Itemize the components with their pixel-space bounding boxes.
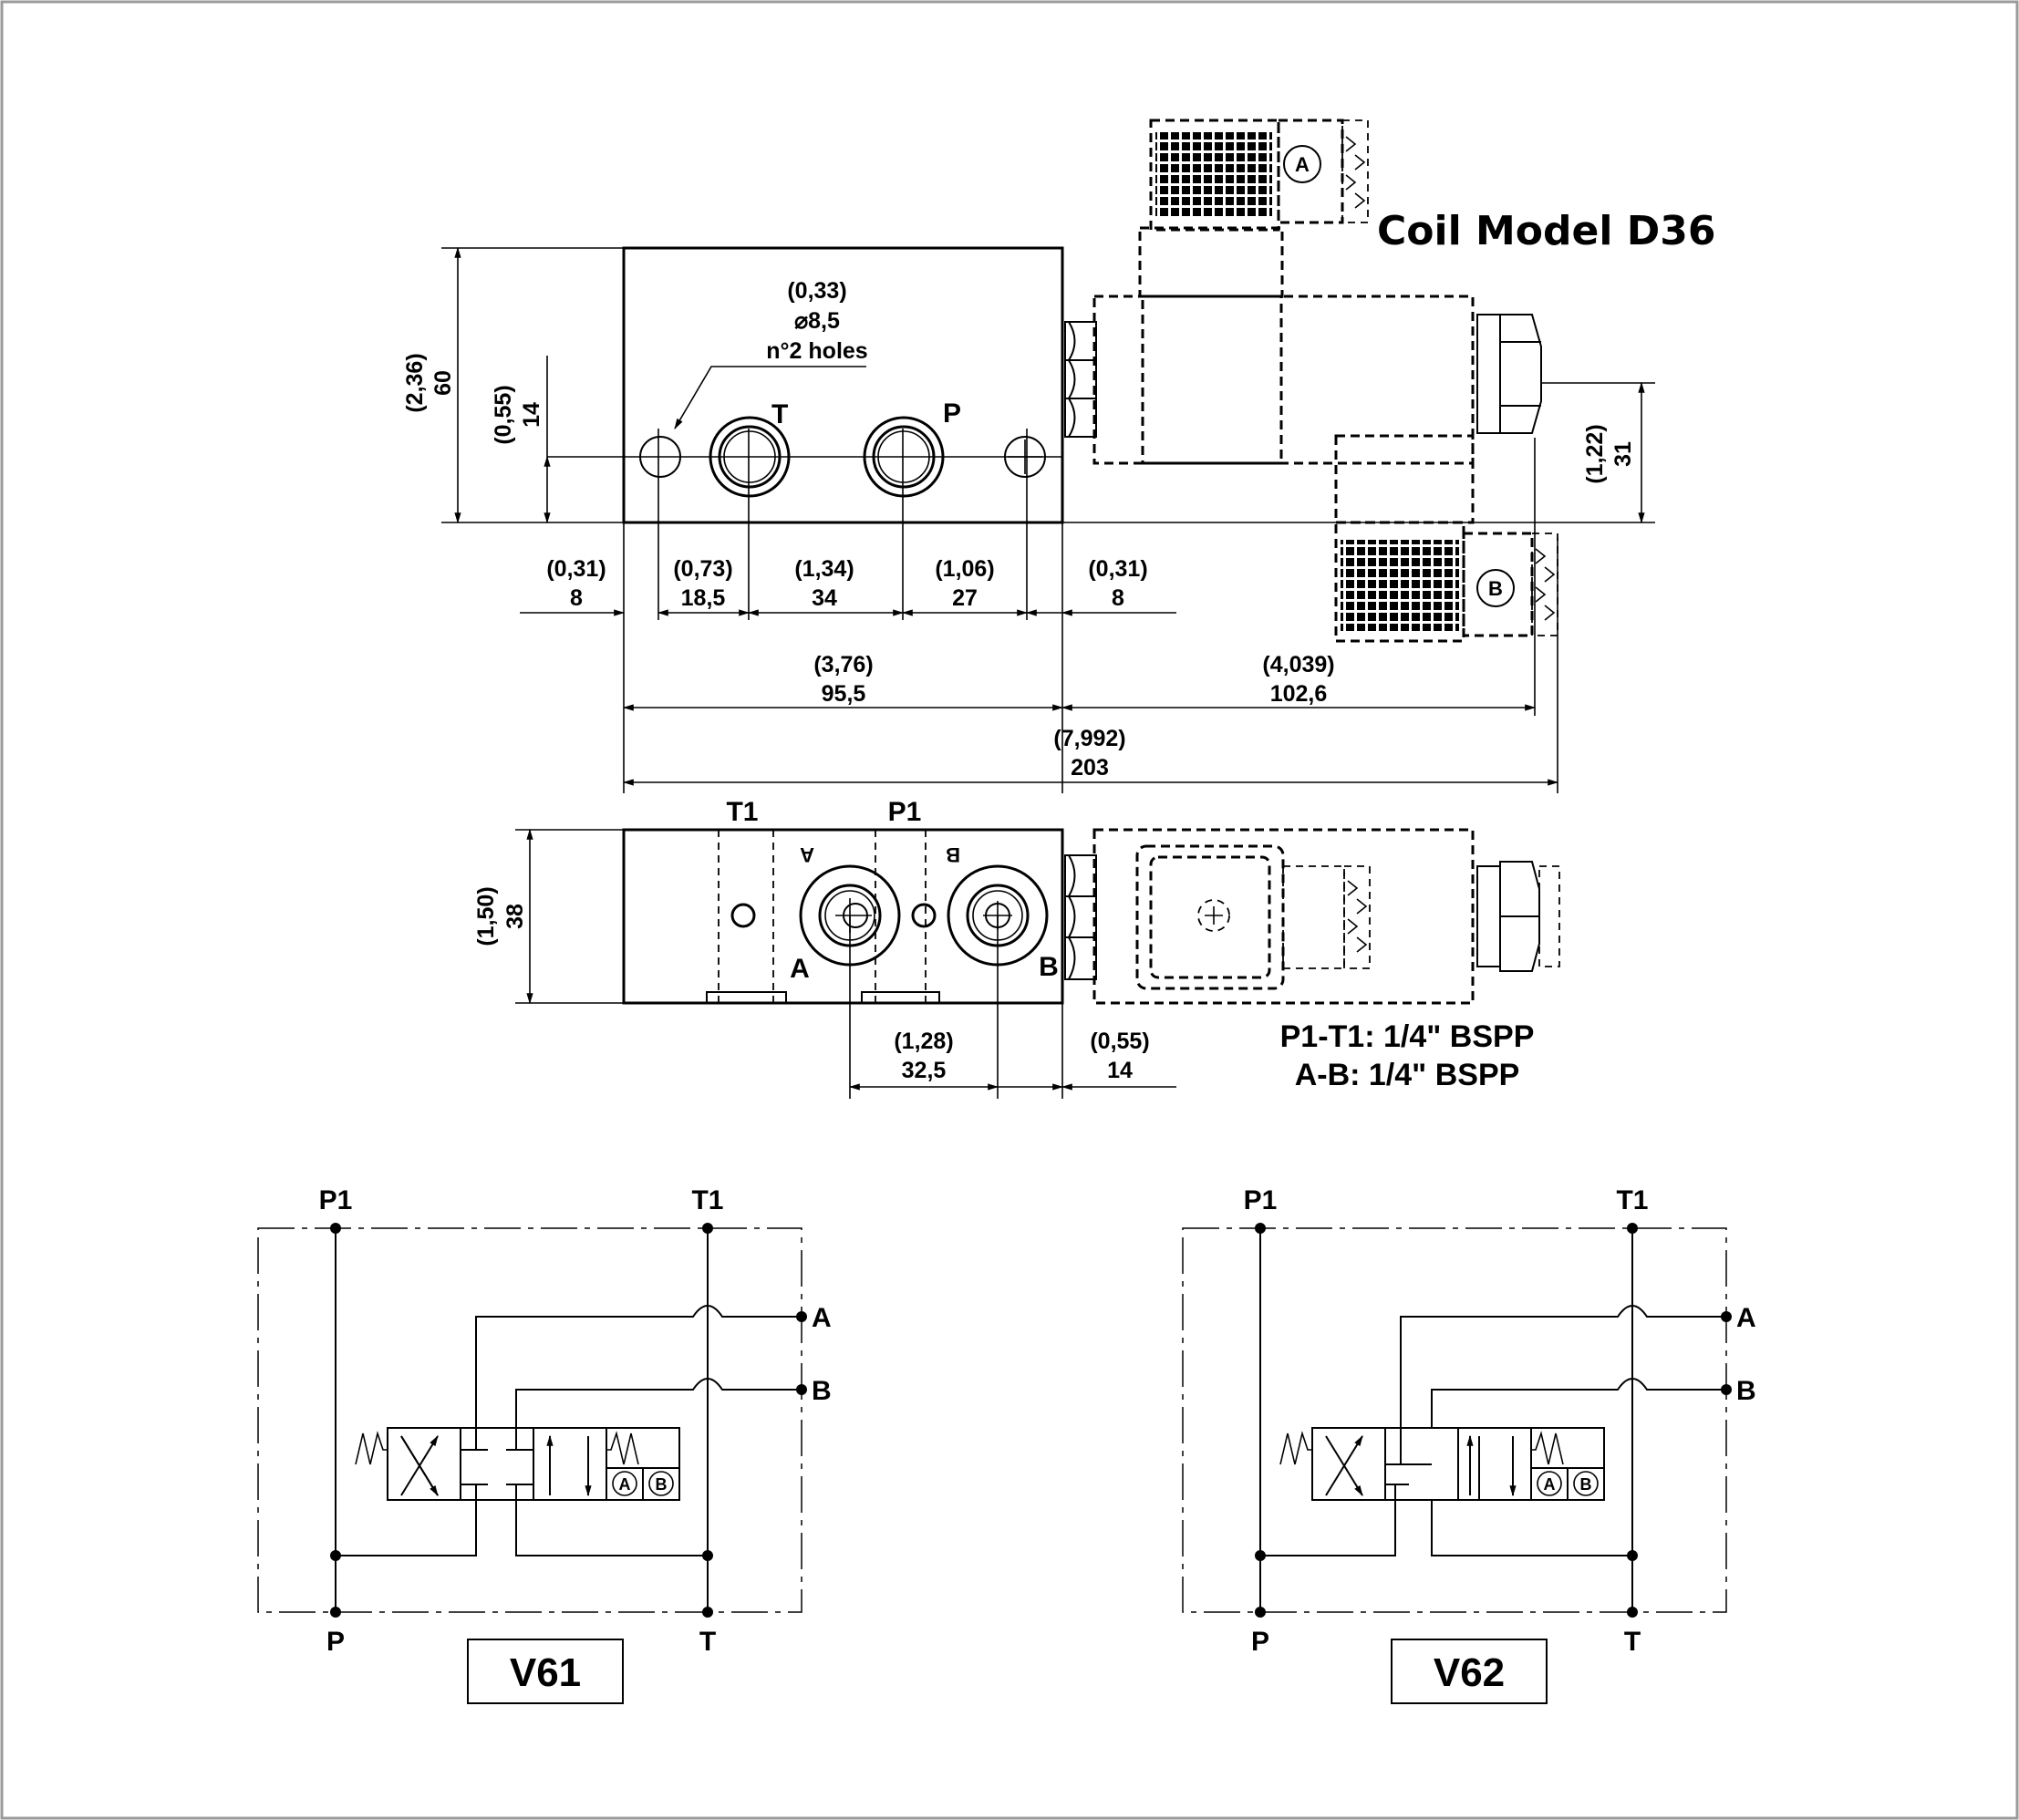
coil-a-marker: A bbox=[1295, 153, 1310, 176]
dim-3-mm: 34 bbox=[812, 585, 837, 611]
port-p-top bbox=[863, 416, 945, 498]
dim-2-inch: (0,73) bbox=[673, 556, 732, 582]
port-b-label: B bbox=[1039, 952, 1059, 982]
v62-model-label: V62 bbox=[1434, 1650, 1505, 1695]
hex-nut-right bbox=[1476, 314, 1542, 434]
front-view: T1 P1 A B A B bbox=[473, 797, 1560, 1099]
coil-b-marker: B bbox=[1488, 577, 1503, 600]
height-mm: 60 bbox=[430, 370, 456, 396]
port-p1-label: P1 bbox=[888, 797, 922, 827]
v61-coil-b: B bbox=[656, 1475, 668, 1494]
v62-a-label: A bbox=[1736, 1303, 1756, 1333]
dim-3-inch: (1,34) bbox=[794, 556, 854, 582]
v62-coil-a: A bbox=[1544, 1475, 1556, 1494]
edge-distance-mm: 14 bbox=[1107, 1058, 1133, 1083]
port-t-top bbox=[709, 416, 791, 498]
coil-a: A bbox=[1138, 119, 1369, 465]
ab-distance-inch: (1,28) bbox=[894, 1029, 953, 1054]
v61-t1-label: T1 bbox=[691, 1185, 723, 1215]
valve-body-top bbox=[622, 246, 1064, 524]
v62-p1-label: P1 bbox=[1244, 1185, 1278, 1215]
mounting-hole-right bbox=[1004, 436, 1046, 478]
total-length-inch: (7,992) bbox=[1053, 726, 1125, 751]
v62-t-label: T bbox=[1624, 1627, 1641, 1657]
port-b-front bbox=[947, 864, 1049, 967]
right-height-mm: 31 bbox=[1610, 441, 1636, 467]
front-height-inch: (1,50) bbox=[473, 886, 499, 946]
mark-b-upside-down: B bbox=[946, 843, 960, 866]
dim-5-mm: 8 bbox=[1112, 585, 1124, 611]
valve-body-front bbox=[622, 828, 1064, 1005]
v62-p-label: P bbox=[1251, 1627, 1269, 1657]
front-hex-nut-left bbox=[1064, 854, 1097, 980]
dim-1-mm: 8 bbox=[570, 585, 583, 611]
coil-b: B bbox=[1334, 434, 1558, 643]
edge-distance-inch: (0,55) bbox=[1090, 1029, 1149, 1054]
dim-2-mm: 18,5 bbox=[681, 585, 726, 611]
right-height-inch: (1,22) bbox=[1582, 424, 1608, 483]
v61-a-label: A bbox=[812, 1303, 832, 1333]
total-length-mm: 203 bbox=[1071, 755, 1109, 781]
port-a-label: A bbox=[790, 954, 810, 984]
port-t1-hole bbox=[730, 903, 756, 928]
ab-distance-mm: 32,5 bbox=[902, 1058, 947, 1083]
front-hex-nut-right bbox=[1476, 861, 1560, 972]
v62-coil-b: B bbox=[1580, 1475, 1592, 1494]
thread-a-b: A-B: 1/4" BSPP bbox=[1295, 1058, 1520, 1092]
v62-b-label: B bbox=[1736, 1376, 1756, 1406]
screw-icon bbox=[1197, 899, 1230, 932]
dim-4-mm: 27 bbox=[952, 585, 978, 611]
v61-coil-a: A bbox=[619, 1475, 631, 1494]
dim-1-inch: (0,31) bbox=[546, 556, 606, 582]
schematic-v62: A B P1 T1 A B P T V62 bbox=[1182, 1185, 1756, 1704]
body-length-inch: (3,76) bbox=[813, 652, 873, 677]
v61-p1-label: P1 bbox=[319, 1185, 353, 1215]
body-length-mm: 95,5 bbox=[822, 681, 866, 707]
port-t-label: T bbox=[771, 399, 788, 429]
mounting-hole-left bbox=[639, 436, 681, 478]
schematic-v61: A B P1 T1 A B P T V61 bbox=[257, 1185, 832, 1704]
dim-4-inch: (1,06) bbox=[935, 556, 994, 582]
top-view: T P (0,33) ⌀8,5 n°2 holes A bbox=[402, 119, 1716, 793]
port-p1-hole bbox=[911, 903, 937, 928]
hole-height-inch: (0,55) bbox=[491, 385, 516, 444]
v61-model-label: V61 bbox=[510, 1650, 581, 1695]
coil-length-inch: (4,039) bbox=[1262, 652, 1334, 677]
hole-note-count: n°2 holes bbox=[766, 338, 867, 364]
v61-t-label: T bbox=[699, 1627, 716, 1657]
mark-a-upside-down: A bbox=[800, 843, 814, 866]
thread-p1-t1: P1-T1: 1/4" BSPP bbox=[1280, 1019, 1535, 1054]
v61-p-label: P bbox=[326, 1627, 345, 1657]
v61-b-label: B bbox=[812, 1376, 832, 1406]
port-p-label: P bbox=[943, 398, 961, 429]
coil-length-mm: 102,6 bbox=[1270, 681, 1328, 707]
dim-5-inch: (0,31) bbox=[1088, 556, 1147, 582]
solenoid-tube bbox=[1092, 295, 1475, 465]
hole-note-diameter: ⌀8,5 bbox=[794, 308, 840, 334]
port-t1-label: T1 bbox=[726, 797, 758, 827]
v62-t1-label: T1 bbox=[1616, 1185, 1648, 1215]
hole-height-mm: 14 bbox=[519, 402, 544, 428]
hex-nut-left bbox=[1064, 321, 1097, 438]
hole-note-inch: (0,33) bbox=[787, 278, 846, 304]
height-inch: (2,36) bbox=[402, 353, 428, 412]
front-height-mm: 38 bbox=[502, 904, 528, 929]
coil-model-title: Coil Model D36 bbox=[1377, 208, 1716, 254]
